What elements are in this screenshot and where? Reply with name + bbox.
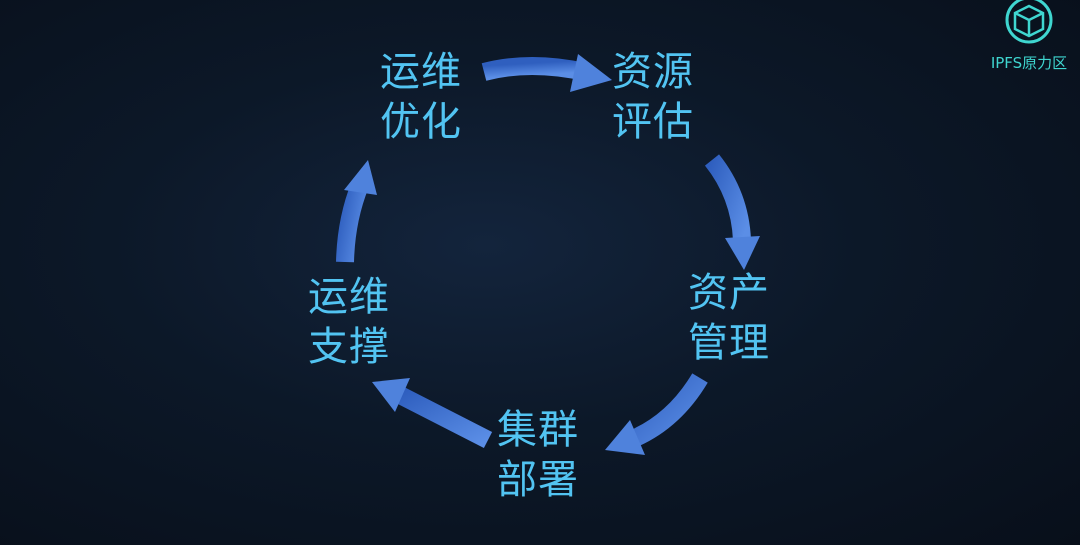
node-line: 部署 xyxy=(497,457,579,503)
node-line: 优化 xyxy=(380,99,462,145)
cube-in-circle-icon xyxy=(1005,0,1053,44)
node-line: 集群 xyxy=(497,407,579,453)
arrow-eval-to-asset xyxy=(704,154,760,270)
node-cluster-deploy: 集群 部署 xyxy=(497,405,579,505)
arrow-support-to-optimize xyxy=(336,160,377,263)
logo-text: IPFS原力区 xyxy=(990,54,1068,72)
node-line: 运维 xyxy=(380,49,462,95)
arrow-optimize-to-eval xyxy=(481,54,612,92)
arrow-deploy-to-support xyxy=(372,378,493,449)
node-ops-support: 运维 支撑 xyxy=(308,272,390,372)
node-line: 资产 xyxy=(688,270,770,316)
arrow-asset-to-deploy xyxy=(605,373,708,455)
logo: IPFS原力区 xyxy=(986,0,1072,73)
node-line: 运维 xyxy=(308,274,390,320)
node-line: 支撑 xyxy=(308,324,390,370)
node-line: 评估 xyxy=(612,99,694,145)
node-asset-mgmt: 资产 管理 xyxy=(688,268,770,368)
node-line: 管理 xyxy=(688,320,770,366)
node-ops-optimize: 运维 优化 xyxy=(380,47,462,147)
node-line: 资源 xyxy=(612,49,694,95)
node-resource-eval: 资源 评估 xyxy=(612,47,694,147)
